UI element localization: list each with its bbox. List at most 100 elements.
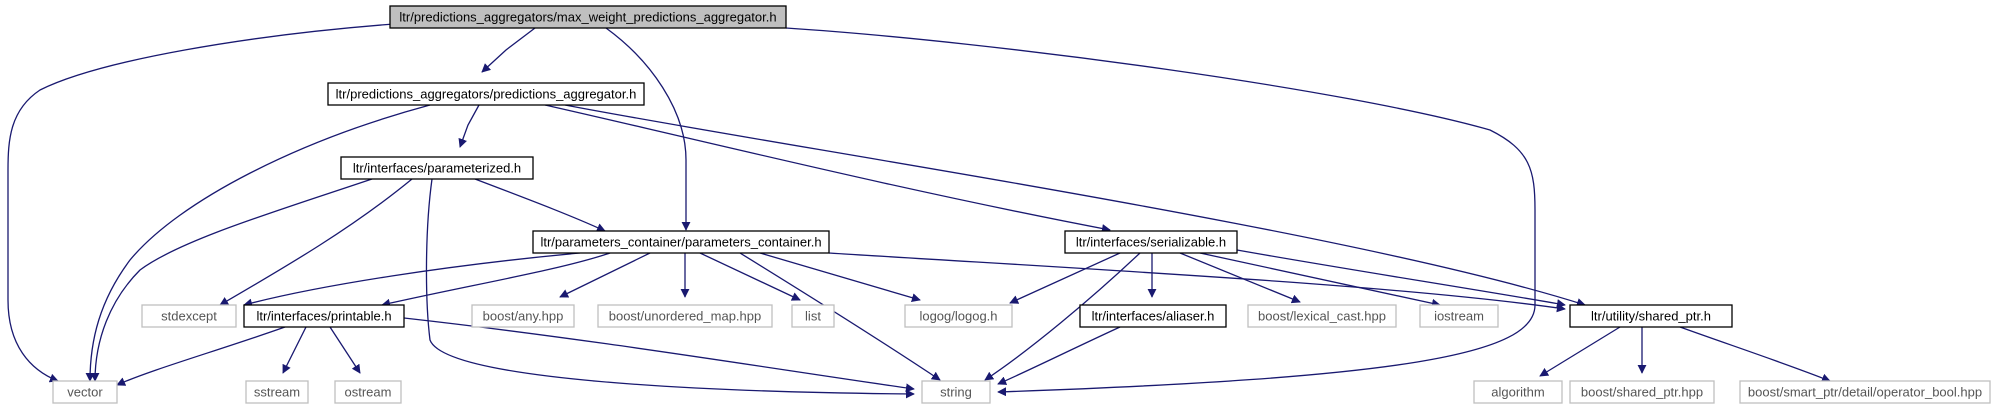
node-label: vector: [67, 385, 103, 400]
node-label: stdexcept: [161, 309, 217, 324]
node-box: [904, 304, 1013, 328]
node-box: [327, 82, 645, 106]
edge-max_weight-to-vector: [7, 23, 395, 383]
node-box: [791, 304, 835, 328]
node-box: [1079, 304, 1227, 328]
node-boost_umap: boost/unordered_map.hpp: [597, 304, 773, 328]
node-box: [141, 304, 237, 328]
edge-serializable-to-string: [984, 252, 1141, 381]
node-label: ltr/interfaces/serializable.h: [1076, 235, 1226, 250]
node-layer: ltr/predictions_aggregators/max_weight_p…: [52, 5, 1991, 404]
node-label: ltr/interfaces/parameterized.h: [353, 161, 521, 176]
node-iostream: iostream: [1419, 304, 1499, 328]
node-box: [1247, 304, 1397, 328]
node-params_container[interactable]: ltr/parameters_container/parameters_cont…: [532, 230, 830, 254]
edge-serializable-to-lexical_cast: [1179, 252, 1301, 304]
edge-params_container-to-list: [699, 252, 801, 301]
node-label: ostream: [345, 385, 392, 400]
edge-serializable-to-iostream: [1199, 252, 1441, 308]
node-label: iostream: [1434, 309, 1484, 324]
node-label: boost/lexical_cast.hpp: [1258, 309, 1386, 324]
node-box: [1064, 230, 1238, 254]
edge-layer: [7, 23, 1831, 399]
node-boost_any: boost/any.hpp: [471, 304, 575, 328]
edge-max_weight-to-string: [785, 27, 1536, 397]
node-label: ltr/predictions_aggregators/predictions_…: [336, 87, 637, 102]
node-label: list: [805, 309, 821, 324]
node-label: boost/shared_ptr.hpp: [1581, 385, 1703, 400]
node-box: [1569, 304, 1733, 328]
node-algorithm: algorithm: [1473, 380, 1563, 404]
node-label: sstream: [254, 385, 300, 400]
node-box: [471, 304, 575, 328]
edge-params_container-to-printable: [381, 252, 611, 308]
node-stdexcept: stdexcept: [141, 304, 237, 328]
node-printable[interactable]: ltr/interfaces/printable.h: [243, 304, 405, 328]
node-operator_bool: boost/smart_ptr/detail/operator_bool.hpp: [1739, 380, 1991, 404]
edge-serializable-to-logog: [1009, 252, 1121, 304]
node-box: [597, 304, 773, 328]
edge-parameterized-to-stdexcept: [219, 178, 413, 306]
edge-pred_agg-to-parameterized: [458, 104, 480, 148]
node-vector: vector: [52, 380, 118, 404]
node-label: algorithm: [1491, 385, 1544, 400]
edge-parameterized-to-string: [425, 178, 915, 399]
edge-printable-to-sstream: [282, 326, 307, 374]
node-box: [532, 230, 830, 254]
edge-params_container-to-string: [739, 252, 941, 381]
node-sstream: sstream: [245, 380, 309, 404]
edge-pred_agg-to-shared_ptr_h: [564, 104, 1586, 307]
node-box: [52, 380, 118, 404]
edge-params_container-to-shared_ptr_h: [828, 252, 1566, 313]
node-box: [334, 380, 402, 404]
node-label: ltr/interfaces/printable.h: [256, 309, 391, 324]
node-boost_shared_ptr: boost/shared_ptr.hpp: [1569, 380, 1715, 404]
node-box: [1473, 380, 1563, 404]
node-box: [921, 380, 991, 404]
node-label: ltr/interfaces/aliaser.h: [1092, 309, 1215, 324]
node-list: list: [791, 304, 835, 328]
node-label: ltr/utility/shared_ptr.h: [1591, 309, 1711, 324]
node-ostream: ostream: [334, 380, 402, 404]
node-serializable[interactable]: ltr/interfaces/serializable.h: [1064, 230, 1238, 254]
node-label: boost/any.hpp: [483, 309, 564, 324]
node-parameterized[interactable]: ltr/interfaces/parameterized.h: [340, 156, 534, 180]
node-box: [1419, 304, 1499, 328]
node-box: [245, 380, 309, 404]
edge-printable-to-string: [403, 317, 915, 393]
edge-params_container-to-logog: [759, 252, 921, 303]
node-label: logog/logog.h: [919, 309, 997, 324]
edge-shared_ptr_h-to-algorithm: [1539, 326, 1621, 377]
edge-shared_ptr_h-to-operator_bool: [1679, 326, 1831, 383]
edge-parameterized-to-vector: [90, 178, 373, 382]
node-aliaser[interactable]: ltr/interfaces/aliaser.h: [1079, 304, 1227, 328]
node-label: ltr/predictions_aggregators/max_weight_p…: [399, 10, 776, 25]
edge-aliaser-to-string: [997, 326, 1121, 385]
node-max_weight[interactable]: ltr/predictions_aggregators/max_weight_p…: [389, 5, 787, 29]
node-box: [243, 304, 405, 328]
edge-printable-to-vector: [116, 326, 286, 386]
node-label: boost/smart_ptr/detail/operator_bool.hpp: [1748, 385, 1982, 400]
node-logog: logog/logog.h: [904, 304, 1013, 328]
node-label: boost/unordered_map.hpp: [609, 309, 762, 324]
edge-pred_agg-to-serializable: [544, 104, 1111, 233]
node-lexical_cast: boost/lexical_cast.hpp: [1247, 304, 1397, 328]
node-label: string: [940, 385, 972, 400]
edge-params_container-to-stdexcept: [243, 252, 581, 308]
node-label: ltr/parameters_container/parameters_cont…: [540, 235, 821, 250]
edge-max_weight-to-params_container: [605, 27, 691, 231]
edge-params_container-to-boost_any: [559, 252, 651, 298]
node-string: string: [921, 380, 991, 404]
edge-parameterized-to-params_container: [474, 178, 606, 232]
edge-max_weight-to-pred_agg: [481, 27, 536, 73]
node-box: [340, 156, 534, 180]
edge-serializable-to-shared_ptr_h: [1236, 249, 1566, 309]
node-pred_agg[interactable]: ltr/predictions_aggregators/predictions_…: [327, 82, 645, 106]
node-shared_ptr_h[interactable]: ltr/utility/shared_ptr.h: [1569, 304, 1733, 328]
edge-printable-to-ostream: [329, 326, 361, 374]
node-box: [1739, 380, 1991, 404]
node-box: [1569, 380, 1715, 404]
edge-pred_agg-to-vector: [85, 104, 431, 382]
node-box: [389, 5, 787, 29]
